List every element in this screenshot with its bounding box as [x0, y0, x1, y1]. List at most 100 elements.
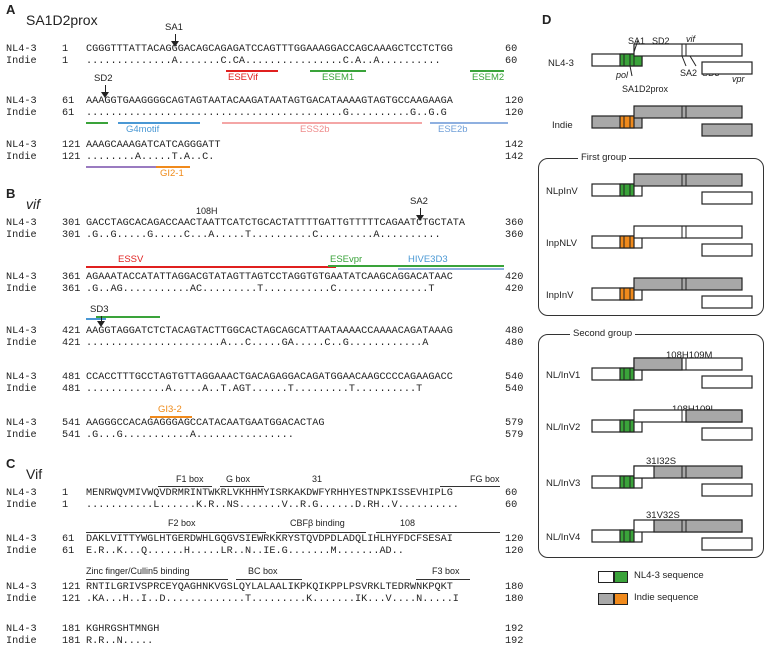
panel-c-letter: C	[6, 456, 16, 471]
a-row2-seq: ..............A.......C.CA..............…	[86, 56, 441, 67]
long-box-line-1	[86, 532, 266, 533]
esem2-bar	[470, 70, 504, 72]
ess2b-purple-bar	[86, 166, 178, 168]
hive3d3-label: HIVE3D3	[408, 254, 448, 265]
c-row5-seq: RNTILGRIVSPRCEYQAGHNKVGSLQYLALAALIKPKQIK…	[86, 582, 453, 593]
nlinv2-genome	[591, 409, 753, 441]
sd3-green-bar	[96, 316, 160, 318]
essv-bar	[86, 266, 336, 268]
a-row5-start: 121	[62, 140, 81, 151]
a-row2-name: Indie	[6, 56, 37, 67]
c-row1-name: NL4-3	[6, 488, 37, 499]
b-row10-start: 541	[62, 430, 81, 441]
b-row3-end: 420	[505, 272, 524, 283]
panel-b-letter: B	[6, 186, 16, 201]
c-row5-name: NL4-3	[6, 582, 37, 593]
gene-label-sa1: SA1	[628, 36, 646, 46]
panel-d-letter: D	[542, 12, 552, 27]
b-row4-name: Indie	[6, 284, 37, 295]
a-row4-seq: ........................................…	[86, 108, 447, 119]
b-row8-start: 481	[62, 384, 81, 395]
ess2b-label: ESS2b	[300, 124, 330, 135]
bc-box-line	[236, 579, 302, 580]
sa2-label: SA2	[410, 196, 428, 207]
c-row3-end: 120	[505, 534, 524, 545]
sd2-green-bar	[86, 122, 108, 124]
a-row1-start: 1	[62, 44, 69, 55]
cbf-label: CBFβ binding	[290, 518, 345, 528]
sa1-label: SA1	[165, 22, 183, 33]
f2-box-label: F2 box	[168, 518, 196, 528]
c-row2-end: 60	[505, 500, 518, 511]
first-group-title: First group	[578, 152, 630, 163]
construct-nlinv2-name: NL/InV2	[546, 422, 581, 433]
b-row4-start: 361	[62, 284, 81, 295]
c-row3-name: NL4-3	[6, 534, 37, 545]
a-row6-start: 121	[62, 152, 81, 163]
b-row1-start: 301	[62, 218, 81, 229]
nlinv3-genome	[591, 465, 753, 497]
a-row6-seq: ........A.....T.A..C.	[86, 152, 215, 163]
sd3-arrow	[101, 316, 102, 322]
b-row9-end: 579	[505, 418, 524, 429]
b-row4-seq: .G..AG...........AC.........T...........…	[86, 284, 435, 295]
g-box-label: G box	[226, 474, 251, 484]
c-row8-seq: R.R..N.....	[86, 636, 154, 647]
sa1-arrow	[175, 34, 176, 42]
b-row5-name: NL4-3	[6, 326, 37, 337]
b-row6-end: 480	[505, 338, 524, 349]
sd2-arrowhead	[101, 92, 109, 98]
c-row4-end: 120	[505, 546, 524, 557]
a-row4-end: 120	[505, 108, 524, 119]
sa2-arrowhead	[416, 215, 424, 221]
gi21-bar	[156, 166, 190, 168]
gi21-label: GI2-1	[160, 168, 184, 179]
long-box-line-2	[376, 532, 500, 533]
esevpr-bar	[328, 265, 504, 267]
indie-genome	[591, 105, 753, 137]
b-row7-name: NL4-3	[6, 372, 37, 383]
panel-b-title: vif	[26, 196, 40, 212]
legend-nl43-green-swatch	[614, 571, 628, 583]
esem1-bar	[310, 70, 366, 72]
num31-label: 31	[312, 474, 323, 484]
esem1-label: ESEM1	[322, 72, 355, 83]
c-row6-end: 180	[505, 594, 524, 605]
sd3-arrowhead	[97, 321, 105, 327]
nlpinv-genome	[591, 173, 753, 205]
a-row1-name: NL4-3	[6, 44, 37, 55]
g4motif-label: G4motif	[126, 124, 160, 135]
b-row9-start: 541	[62, 418, 81, 429]
gene-label-vif: vif	[686, 34, 695, 44]
c-row4-name: Indie	[6, 546, 37, 557]
legend-nl43-swatch	[598, 571, 614, 583]
ess2b-bar	[222, 122, 422, 124]
second-group-title: Second group	[570, 328, 636, 339]
b-row7-end: 540	[505, 372, 524, 383]
gene-label-sa1d2prox: SA1D2prox	[622, 84, 669, 94]
construct-indie-name: Indie	[552, 120, 573, 131]
c-row5-end: 180	[505, 582, 524, 593]
hive3d3-bar	[398, 268, 504, 270]
zinc-label: Zinc finger/Cullin5 binding	[86, 566, 190, 576]
a-row1-end: 60	[505, 44, 518, 55]
a-row6-name: Indie	[6, 152, 37, 163]
b-row3-name: NL4-3	[6, 272, 37, 283]
esevif-label: ESEVif	[228, 72, 258, 83]
b-row2-end: 360	[505, 230, 524, 241]
c-row6-seq: .KA...H..I..D.............T.........K...…	[86, 594, 459, 605]
construct-nlinv3-name: NL/InV3	[546, 478, 581, 489]
b-row3-start: 361	[62, 272, 81, 283]
b-row9-name: NL4-3	[6, 418, 37, 429]
gene-label-vpr: vpr	[732, 74, 745, 84]
c-row1-start: 1	[62, 488, 69, 499]
legend-nl43-label: NL4-3 sequence	[634, 570, 704, 581]
b-row6-seq: ......................A...C.....GA.....C…	[86, 338, 429, 349]
ese2b-bar	[430, 122, 508, 124]
c-row3-seq: DAKLVITTYWGLHTGERDWHLGQGVSIEWRKKRYSTQVDP…	[86, 534, 453, 545]
f3-box-line	[416, 579, 470, 580]
c-row7-seq: KGHRGSHTMNGH	[86, 624, 160, 635]
b-row1-seq: GACCTAGCACAGACCAACTAATTCATCTGCACTATTTTGA…	[86, 218, 466, 229]
second-group-frame	[538, 334, 764, 558]
cbf-box-line	[276, 532, 366, 533]
